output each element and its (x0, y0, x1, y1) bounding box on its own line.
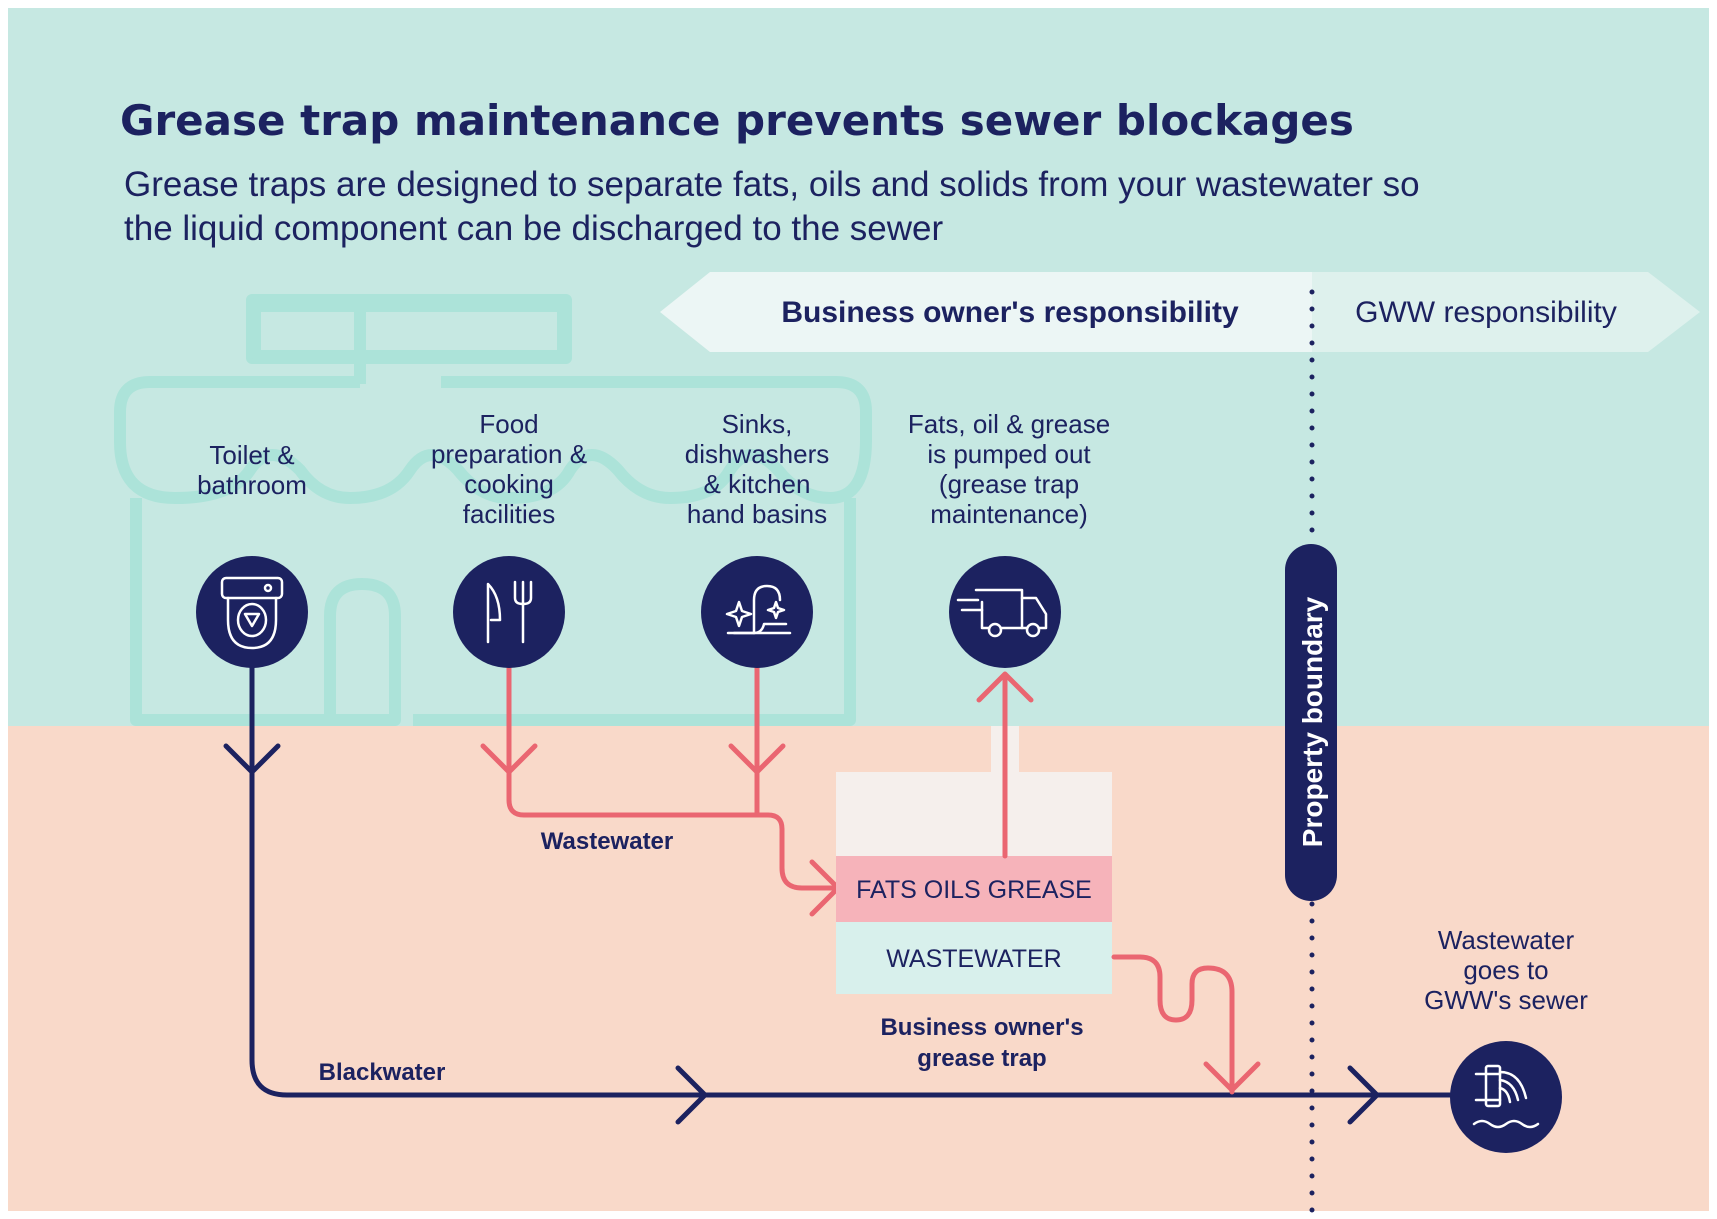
source-label-line: & kitchen (704, 469, 811, 499)
subtitle-line-2: the liquid component can be discharged t… (124, 209, 943, 248)
blackwater-flow-label: Blackwater (319, 1059, 446, 1086)
trap-caption-line-2: grease trap (917, 1045, 1046, 1072)
source-label-sinks: Sinks, dishwashers & kitchen hand basins (685, 409, 830, 529)
source-label-line: (grease trap (939, 469, 1079, 499)
subtitle-line-1: Grease traps are designed to separate fa… (124, 165, 1420, 204)
fog-layer-label: FATS OILS GREASE (856, 876, 1092, 904)
source-label-toilet: Toilet & bathroom (197, 440, 307, 500)
property-boundary-label: Property boundary (1297, 596, 1328, 847)
sewer-outfall-icon (1450, 1041, 1562, 1153)
trap-wastewater-layer (836, 922, 1112, 994)
sewer-inflow-arrow (1347, 1065, 1380, 1125)
trap-air-space (836, 772, 1112, 856)
trap-outlet-line (1111, 954, 1235, 1095)
toilet-icon (196, 556, 308, 668)
source-label-line: cooking (464, 469, 554, 499)
trap-outlet-arrow (1203, 1061, 1261, 1093)
sink-wastewater-line (754, 657, 841, 891)
source-label-line: hand basins (687, 499, 827, 529)
source-label-pump-out: Fats, oil & grease is pumped out (grease… (908, 409, 1110, 529)
shop-outline (114, 294, 872, 726)
source-label-line: bathroom (197, 470, 307, 500)
truck-icon (949, 556, 1061, 668)
tap-icon (701, 556, 813, 668)
source-label-line: Toilet & (209, 440, 294, 470)
food-wastewater-line (506, 657, 760, 818)
source-label-line: Fats, oil & grease (908, 409, 1110, 439)
source-label-line: dishwashers (685, 439, 830, 469)
food-down-arrow (480, 743, 538, 775)
page-title: Grease trap maintenance prevents sewer b… (120, 96, 1354, 145)
source-label-line: facilities (463, 499, 555, 529)
wastewater-layer-label: WASTEWATER (886, 945, 1061, 973)
owner-responsibility-label: Business owner's responsibility (781, 296, 1239, 329)
destination-label-line: goes to (1463, 955, 1548, 985)
source-label-line: Sinks, (722, 409, 793, 439)
blackwater-down-arrow (223, 743, 281, 775)
blackwater-right-arrow (675, 1065, 708, 1125)
trap-caption-line-1: Business owner's (880, 1014, 1083, 1041)
responsibility-banner: Business owner's responsibility GWW resp… (660, 272, 1700, 352)
cutlery-icon (453, 556, 565, 668)
source-label-line: Food (479, 409, 538, 439)
grease-trap: FATS OILS GREASE WASTEWATER (836, 726, 1112, 994)
trap-fog-layer (836, 856, 1112, 922)
pump-out-arrow (976, 671, 1034, 703)
property-boundary-badge (1285, 544, 1337, 901)
gww-responsibility-label: GWW responsibility (1355, 296, 1617, 329)
sink-down-arrow (728, 743, 786, 775)
source-label-line: preparation & (431, 439, 587, 469)
blackwater-flow-line (249, 657, 1463, 1098)
destination-label-line: Wastewater (1438, 925, 1575, 955)
destination-label-line: GWW's sewer (1424, 985, 1588, 1015)
source-label-line: maintenance) (930, 499, 1088, 529)
source-label-food: Food preparation & cooking facilities (431, 409, 587, 529)
source-label-line: is pumped out (927, 439, 1091, 469)
wastewater-flow-label: Wastewater (541, 828, 674, 855)
